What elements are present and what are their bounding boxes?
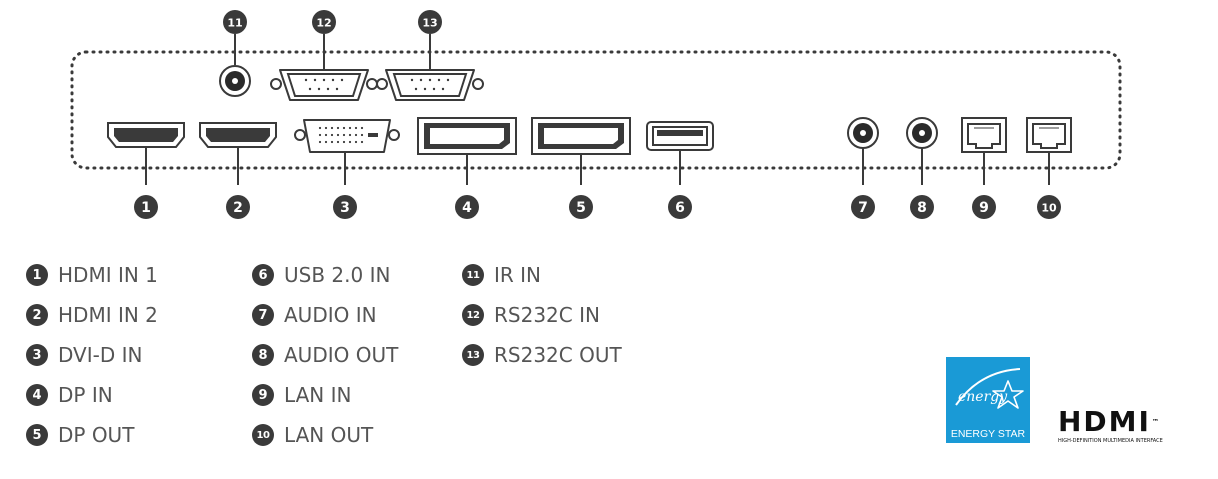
legend-label: HDMI IN 2 [58, 303, 158, 327]
legend-item-rs232c-in: 12 RS232C IN [462, 302, 600, 328]
badge-4: 4 [455, 195, 479, 219]
legend-item-hdmi-in-1: 1 HDMI IN 1 [26, 262, 158, 288]
legend-badge: 7 [252, 304, 274, 326]
badge-11: 11 [223, 10, 247, 34]
energy-star-text: ENERGY STAR [950, 428, 1026, 440]
legend-label: RS232C OUT [494, 343, 622, 367]
legend-label: DP IN [58, 383, 113, 407]
legend-label: LAN OUT [284, 423, 374, 447]
port-audio-in [847, 117, 879, 185]
badge-2: 2 [226, 195, 250, 219]
energy-star-icon: energy [955, 368, 1024, 409]
hdmi-wordmark: HDMI ™ [1058, 408, 1198, 436]
legend-item-lan-in: 9 LAN IN [252, 382, 351, 408]
hdmi-trademark: ™ [1151, 418, 1159, 426]
port-usb-in [646, 121, 714, 185]
legend-label: AUDIO OUT [284, 343, 399, 367]
badge-2-text: 2 [233, 200, 243, 216]
badge-12: 12 [312, 10, 336, 34]
badge-4-text: 4 [462, 200, 472, 216]
legend-label: USB 2.0 IN [284, 263, 391, 287]
badge-13: 13 [418, 10, 442, 34]
legend-item-rs232c-out: 13 RS232C OUT [462, 342, 622, 368]
legend-label: LAN IN [284, 383, 352, 407]
legend-item-lan-out: 10 LAN OUT [252, 422, 373, 448]
legend-item-usb-in: 6 USB 2.0 IN [252, 262, 390, 288]
hdmi-word-text: HDMI [1058, 405, 1151, 438]
port-dvi-d-in [294, 119, 400, 185]
port-dp-out [531, 117, 631, 185]
hdmi-subtitle: HIGH-DEFINITION MULTIMEDIA INTERFACE [1058, 438, 1163, 444]
energy-star-logo: energy ENERGY STAR [946, 357, 1030, 443]
port-dp-in [417, 117, 517, 185]
legend-badge: 9 [252, 384, 274, 406]
badge-1-text: 1 [141, 200, 151, 216]
badge-13-text: 13 [422, 17, 437, 30]
legend-badge: 11 [462, 264, 484, 286]
legend-item-ir-in: 11 IR IN [462, 262, 541, 288]
port-lan-in [961, 117, 1007, 185]
legend-badge: 8 [252, 344, 274, 366]
badge-3: 3 [333, 195, 357, 219]
port-hdmi-in-2 [199, 122, 277, 185]
badge-10-text: 10 [1041, 202, 1057, 215]
port-hdmi-in-1 [107, 122, 185, 185]
badge-8: 8 [910, 195, 934, 219]
legend-label: IR IN [494, 263, 542, 287]
port-rs232c-in [270, 34, 378, 101]
legend-label: HDMI IN 1 [58, 263, 158, 287]
legend-label: DVI-D IN [58, 343, 143, 367]
legend-item-dvi-d-in: 3 DVI-D IN [26, 342, 142, 368]
legend-badge: 2 [26, 304, 48, 326]
panel-outline [70, 50, 1122, 170]
badge-9-text: 9 [979, 200, 989, 216]
badge-5: 5 [569, 195, 593, 219]
port-ir-in [219, 34, 251, 97]
legend-label: AUDIO IN [284, 303, 377, 327]
legend-badge: 13 [462, 344, 484, 366]
legend-badge: 4 [26, 384, 48, 406]
badge-12-text: 12 [316, 17, 331, 30]
legend-badge: 3 [26, 344, 48, 366]
badge-1: 1 [134, 195, 158, 219]
hdmi-logo: HDMI ™ HIGH-DEFINITION MULTIMEDIA INTERF… [1058, 408, 1198, 448]
badge-11-text: 11 [227, 17, 242, 30]
legend-item-dp-out: 5 DP OUT [26, 422, 134, 448]
legend-item-hdmi-in-2: 2 HDMI IN 2 [26, 302, 158, 328]
port-audio-out [906, 117, 938, 185]
badge-9: 9 [972, 195, 996, 219]
port-lan-out [1026, 117, 1072, 185]
legend-label: DP OUT [58, 423, 135, 447]
badge-6: 6 [668, 195, 692, 219]
badge-5-text: 5 [576, 200, 586, 216]
badge-10: 10 [1037, 195, 1061, 219]
energy-star-script: energy [958, 389, 1008, 405]
legend-badge: 1 [26, 264, 48, 286]
legend-item-dp-in: 4 DP IN [26, 382, 113, 408]
legend-label: RS232C IN [494, 303, 600, 327]
badge-7: 7 [851, 195, 875, 219]
legend-badge: 12 [462, 304, 484, 326]
legend-badge: 10 [252, 424, 274, 446]
port-rs232c-out [376, 34, 484, 101]
legend-badge: 6 [252, 264, 274, 286]
legend-badge: 5 [26, 424, 48, 446]
legend-item-audio-in: 7 AUDIO IN [252, 302, 377, 328]
badge-7-text: 7 [858, 200, 868, 216]
badge-6-text: 6 [675, 200, 685, 216]
legend-item-audio-out: 8 AUDIO OUT [252, 342, 398, 368]
badge-3-text: 3 [340, 200, 350, 216]
badge-8-text: 8 [917, 200, 927, 216]
